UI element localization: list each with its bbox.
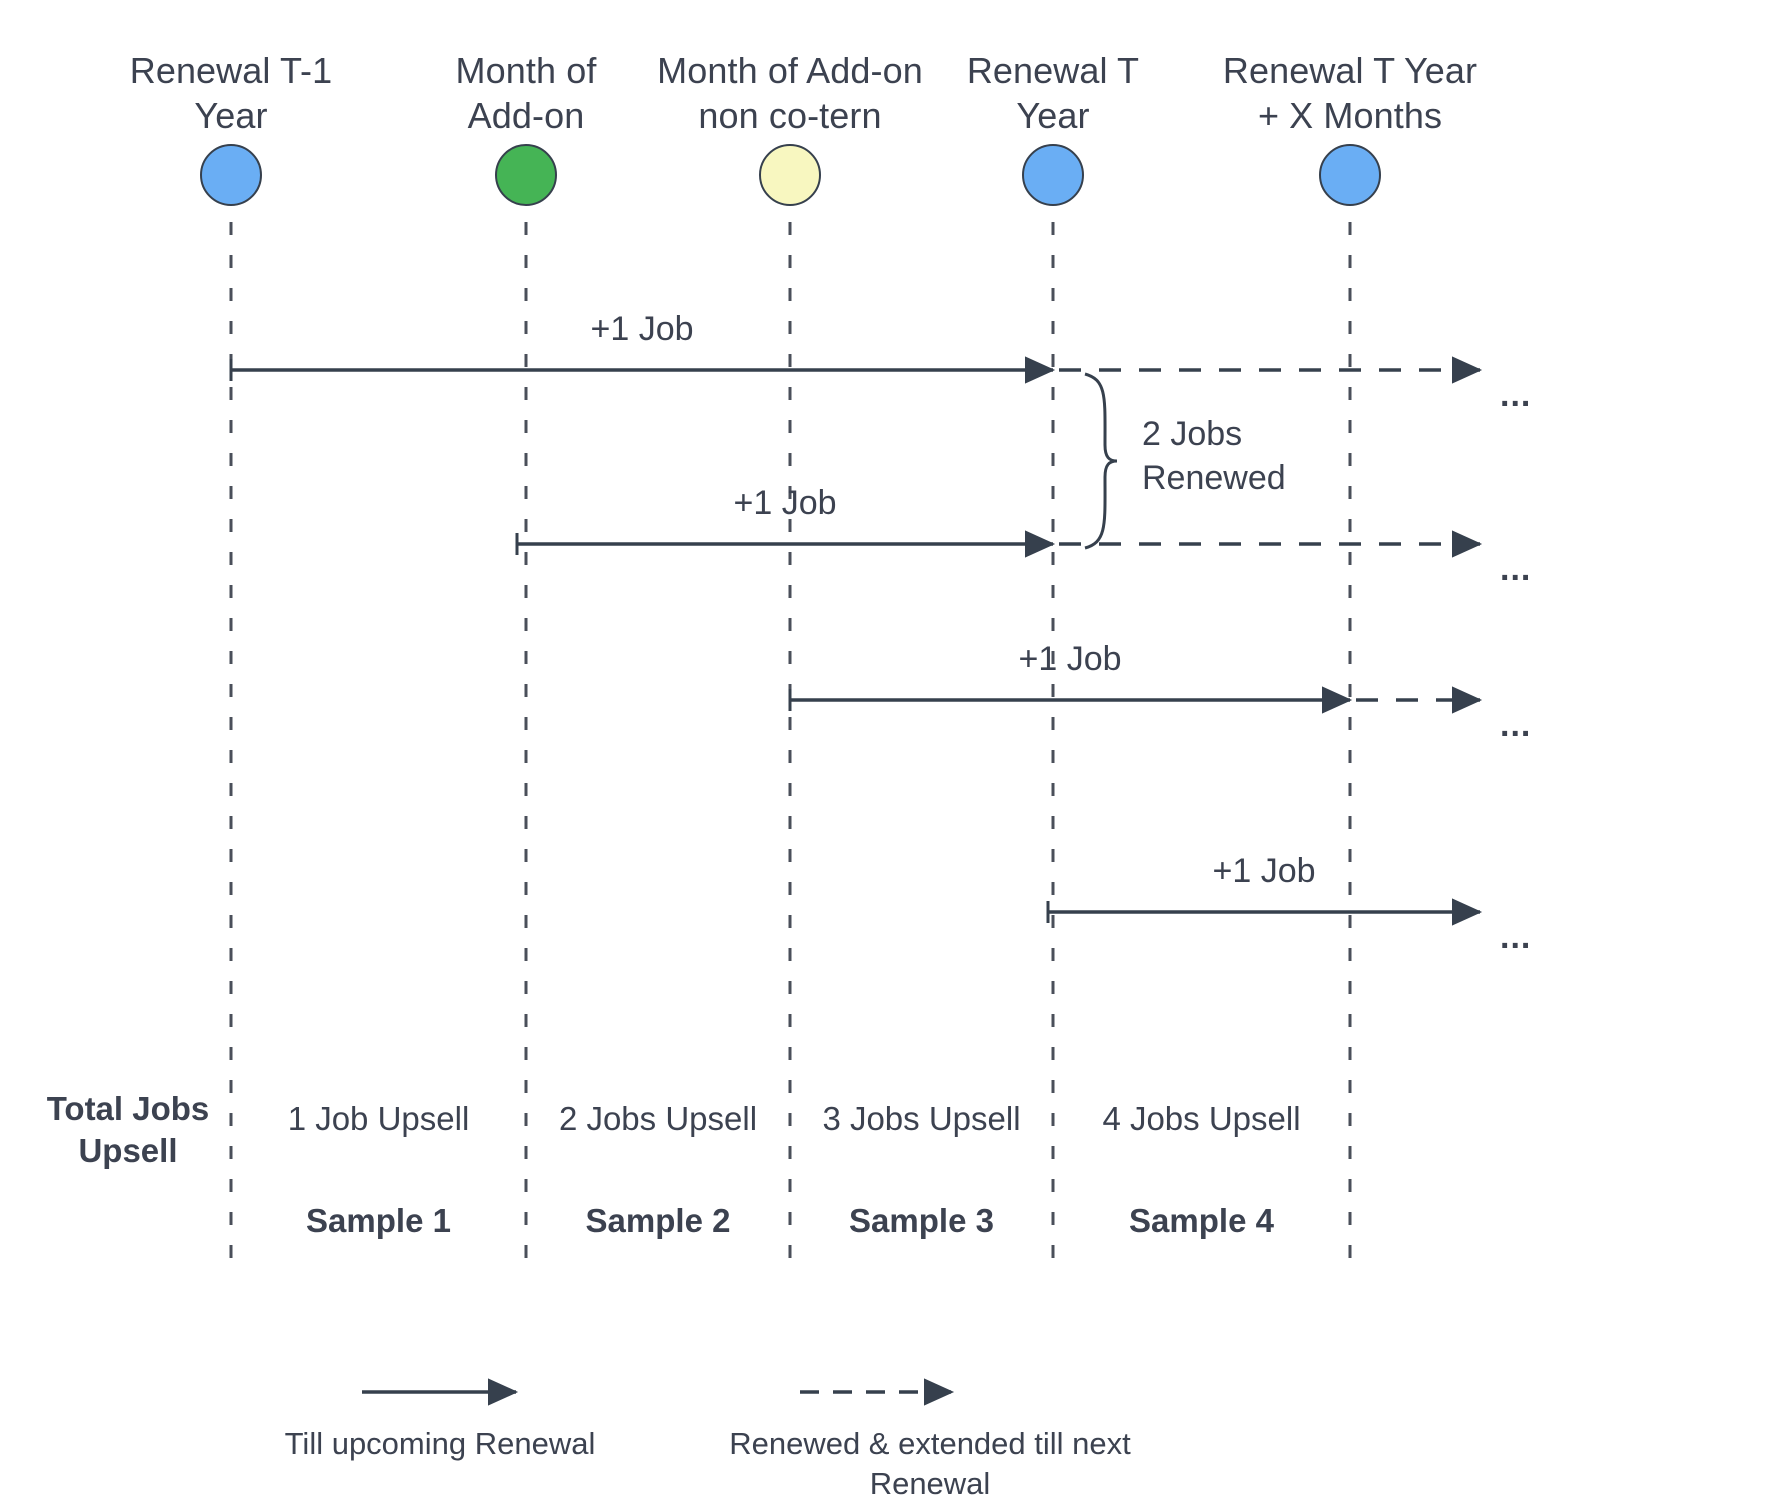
row-3-continuation-ellipsis: ... [1500, 706, 1532, 744]
row-2-label: +1 Job [733, 484, 837, 522]
lifeline-label-renewal-t: Renewal T Year [966, 50, 1140, 136]
lifeline-label-month-of-addon-non-coterm: Month of Add-on non co-tern [657, 50, 923, 136]
lifeline-node-renewal-t-minus-1[interactable] [200, 144, 262, 206]
upsell-value-sample-2: 2 Jobs Upsell [558, 1100, 758, 1137]
two-jobs-renewed-brace [1084, 372, 1118, 550]
lifeline-node-renewal-t-plus-x[interactable] [1319, 144, 1381, 206]
lifeline-label-renewal-t-minus-1: Renewal T-1 Year [129, 50, 333, 136]
sample-label-sample-4: Sample 4 [1129, 1202, 1274, 1239]
brace-group [1084, 372, 1118, 550]
lifeline-node-month-of-addon-non-coterm[interactable] [759, 144, 821, 206]
lifeline-group [229, 222, 1352, 1278]
row-2-continuation-ellipsis: ... [1500, 550, 1532, 588]
upsell-value-sample-1: 1 Job Upsell [287, 1100, 470, 1137]
lifeline-label-month-of-addon: Month of Add-on [455, 50, 597, 136]
row-4-continuation-ellipsis: ... [1500, 918, 1532, 956]
sample-label-sample-2: Sample 2 [585, 1202, 731, 1239]
brace-label: 2 Jobs Renewed [1142, 415, 1286, 497]
legend-solid-label: Till upcoming Renewal [284, 1426, 596, 1461]
lifeline-node-renewal-t[interactable] [1022, 144, 1084, 206]
row-1-label: +1 Job [590, 310, 694, 348]
message-arrow-group [229, 356, 1483, 926]
sample-label-sample-1: Sample 1 [306, 1202, 451, 1239]
lifeline-node-month-of-addon[interactable] [495, 144, 557, 206]
row-3-label: +1 Job [1018, 640, 1122, 678]
row-4-label: +1 Job [1212, 852, 1316, 890]
upsell-value-sample-3: 3 Jobs Upsell [822, 1100, 1021, 1137]
row-1-continuation-ellipsis: ... [1500, 376, 1532, 414]
sample-label-sample-3: Sample 3 [849, 1202, 994, 1239]
upsell-value-sample-4: 4 Jobs Upsell [1102, 1100, 1301, 1137]
total-jobs-upsell-title: Total Jobs Upsell [46, 1090, 210, 1169]
lifeline-label-renewal-t-plus-x: Renewal T Year + X Months [1222, 50, 1478, 136]
legend-dashed-label: Renewed & extended till next Renewal [729, 1426, 1131, 1501]
